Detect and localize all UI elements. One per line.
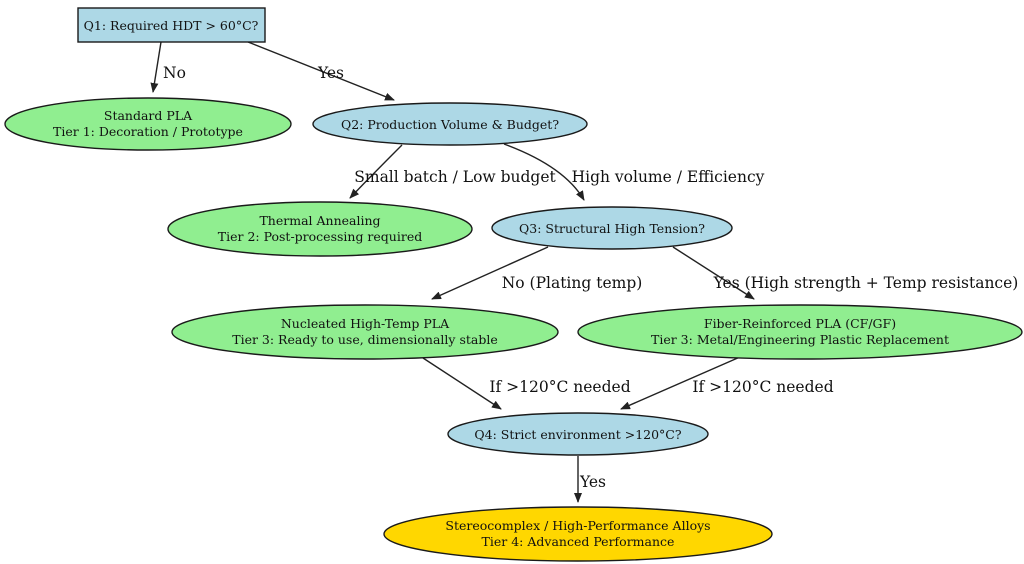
node-fiber-pla-line1: Fiber-Reinforced PLA (CF/GF) bbox=[704, 316, 896, 331]
node-thermal-annealing: Thermal Annealing Tier 2: Post-processin… bbox=[167, 201, 473, 257]
node-q1: Q1: Required HDT > 60°C? bbox=[77, 7, 266, 43]
node-standard-pla-ellipse bbox=[4, 97, 292, 151]
node-stereocomplex-line2: Tier 4: Advanced Performance bbox=[482, 534, 675, 549]
edge-q3-yes bbox=[672, 246, 755, 300]
edge-label-yes-final: Yes bbox=[579, 473, 606, 491]
edge-labels: No Yes Small batch / Low budget High vol… bbox=[163, 64, 1018, 491]
node-fiber-pla: Fiber-Reinforced PLA (CF/GF) Tier 3: Met… bbox=[577, 304, 1023, 360]
node-thermal-annealing-line2: Tier 2: Post-processing required bbox=[218, 229, 422, 244]
nodes: Q1: Required HDT > 60°C? Standard PLA Ti… bbox=[4, 7, 1023, 562]
node-q3: Q3: Structural High Tension? bbox=[491, 206, 733, 250]
node-stereocomplex-ellipse bbox=[383, 506, 773, 562]
node-nucleated-pla-line2: Tier 3: Ready to use, dimensionally stab… bbox=[232, 332, 498, 347]
node-q2-ellipse bbox=[312, 102, 588, 146]
node-q2-label: Q2: Production Volume & Budget? bbox=[341, 117, 559, 132]
edge-fiber-to-q4 bbox=[620, 356, 741, 410]
edges bbox=[150, 41, 755, 503]
node-stereocomplex: Stereocomplex / High-Performance Alloys … bbox=[383, 506, 773, 562]
edge-q1-yes bbox=[247, 41, 395, 101]
node-q4-ellipse bbox=[447, 412, 709, 456]
node-thermal-annealing-line1: Thermal Annealing bbox=[259, 213, 380, 228]
edge-label-if-120-right: If >120°C needed bbox=[692, 378, 833, 396]
node-nucleated-pla: Nucleated High-Temp PLA Tier 3: Ready to… bbox=[171, 304, 559, 360]
node-q1-label: Q1: Required HDT > 60°C? bbox=[84, 18, 259, 33]
node-stereocomplex-line1: Stereocomplex / High-Performance Alloys bbox=[445, 518, 710, 533]
edge-label-no: No bbox=[163, 64, 186, 82]
edge-q1-no bbox=[150, 41, 162, 93]
node-q1-box bbox=[77, 7, 266, 43]
node-nucleated-pla-ellipse bbox=[171, 304, 559, 360]
edge-label-yes-high-strength: Yes (High strength + Temp resistance) bbox=[713, 274, 1019, 292]
node-q4: Q4: Strict environment >120°C? bbox=[447, 412, 709, 456]
node-q2: Q2: Production Volume & Budget? bbox=[312, 102, 588, 146]
edge-label-yes: Yes bbox=[317, 64, 344, 82]
edge-label-if-120-left: If >120°C needed bbox=[489, 378, 630, 396]
node-standard-pla: Standard PLA Tier 1: Decoration / Protot… bbox=[4, 97, 292, 151]
node-fiber-pla-ellipse bbox=[577, 304, 1023, 360]
edge-label-small-batch: Small batch / Low budget bbox=[354, 168, 556, 186]
edge-q2-high-volume bbox=[503, 143, 585, 201]
node-standard-pla-line2: Tier 1: Decoration / Prototype bbox=[53, 124, 243, 139]
edge-q2-small-batch bbox=[349, 144, 403, 199]
node-fiber-pla-line2: Tier 3: Metal/Engineering Plastic Replac… bbox=[651, 332, 949, 347]
edge-nucleated-to-q4 bbox=[422, 357, 502, 410]
node-q3-ellipse bbox=[491, 206, 733, 250]
node-standard-pla-line1: Standard PLA bbox=[104, 108, 193, 123]
edge-q3-no bbox=[431, 246, 549, 300]
node-q4-label: Q4: Strict environment >120°C? bbox=[474, 427, 681, 442]
node-q3-label: Q3: Structural High Tension? bbox=[519, 221, 705, 236]
node-thermal-annealing-ellipse bbox=[167, 201, 473, 257]
edge-label-high-volume: High volume / Efficiency bbox=[572, 168, 765, 186]
edge-label-no-plating-temp: No (Plating temp) bbox=[502, 274, 643, 292]
node-nucleated-pla-line1: Nucleated High-Temp PLA bbox=[281, 316, 450, 331]
